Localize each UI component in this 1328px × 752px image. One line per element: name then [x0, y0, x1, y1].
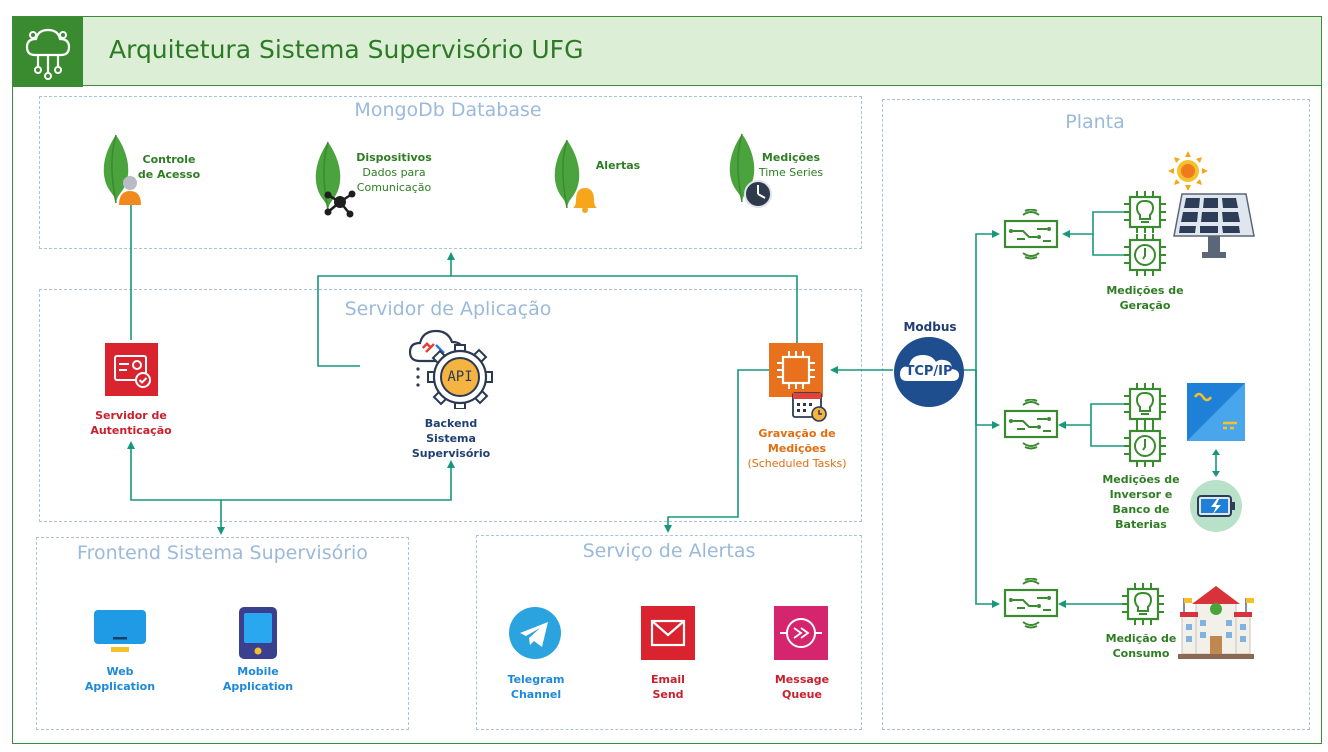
meter-bulb-inverter-icon [1124, 383, 1166, 430]
gateway-consumption-icon [1003, 577, 1061, 635]
group-alerts-title: Serviço de Alertas [582, 540, 756, 562]
mongodb-leaf-measurements-icon [724, 132, 776, 217]
mongodb-leaf-devices-icon [310, 140, 360, 225]
header-bar: Arquitetura Sistema Supervisório UFG [12, 16, 1322, 87]
meter-gauge-generation-icon [1124, 234, 1166, 281]
alerts-db-label: Alertas [595, 159, 641, 172]
group-server-title: Servidor de Aplicação [344, 298, 552, 320]
group-alerts [476, 535, 862, 730]
mobile-phone-icon [238, 606, 278, 665]
telegram-icon [508, 606, 562, 665]
inverter-icon [1187, 383, 1245, 446]
api-badge: API [447, 369, 473, 385]
web-monitor-icon [93, 609, 147, 660]
mongodb-leaf-access-icon [98, 133, 144, 214]
auth-server-icon [105, 343, 158, 401]
message-queue-icon [774, 606, 828, 665]
group-plant [882, 99, 1310, 730]
modbus-label: Modbus [903, 320, 957, 334]
group-mongodb [39, 96, 862, 249]
gateway-generation-icon [1003, 208, 1061, 266]
solar-panel-icon [1172, 192, 1256, 267]
page-title: Arquitetura Sistema Supervisório UFG [109, 35, 584, 64]
sun-icon [1168, 151, 1208, 196]
group-mongodb-title: MongoDb Database [354, 99, 542, 121]
group-frontend-title: Frontend Sistema Supervisório [77, 542, 368, 564]
tcp-ip-cloud-icon: TCP/IP [893, 336, 965, 413]
battery-icon [1189, 479, 1243, 538]
backend-api-icon: API [406, 325, 496, 414]
gateway-inverter-icon [1003, 398, 1061, 456]
group-plant-title: Planta [1065, 111, 1125, 133]
measurement-recorder-icon [769, 343, 829, 428]
measurements-label: Medições Time Series [758, 151, 824, 179]
email-icon [641, 606, 695, 665]
group-frontend [36, 537, 409, 730]
meter-bulb-generation-icon [1124, 191, 1166, 238]
cloud-network-icon [13, 17, 83, 87]
meter-bulb-consumption-icon [1122, 583, 1164, 630]
meter-gauge-inverter-icon [1124, 425, 1166, 472]
devices-label: Dispositivos Dados para Comunicação [356, 151, 432, 194]
tcp-ip-badge: TCP/IP [905, 364, 953, 379]
building-icon [1178, 582, 1254, 665]
group-server [39, 289, 862, 522]
mongodb-leaf-alerts-icon [549, 138, 599, 219]
